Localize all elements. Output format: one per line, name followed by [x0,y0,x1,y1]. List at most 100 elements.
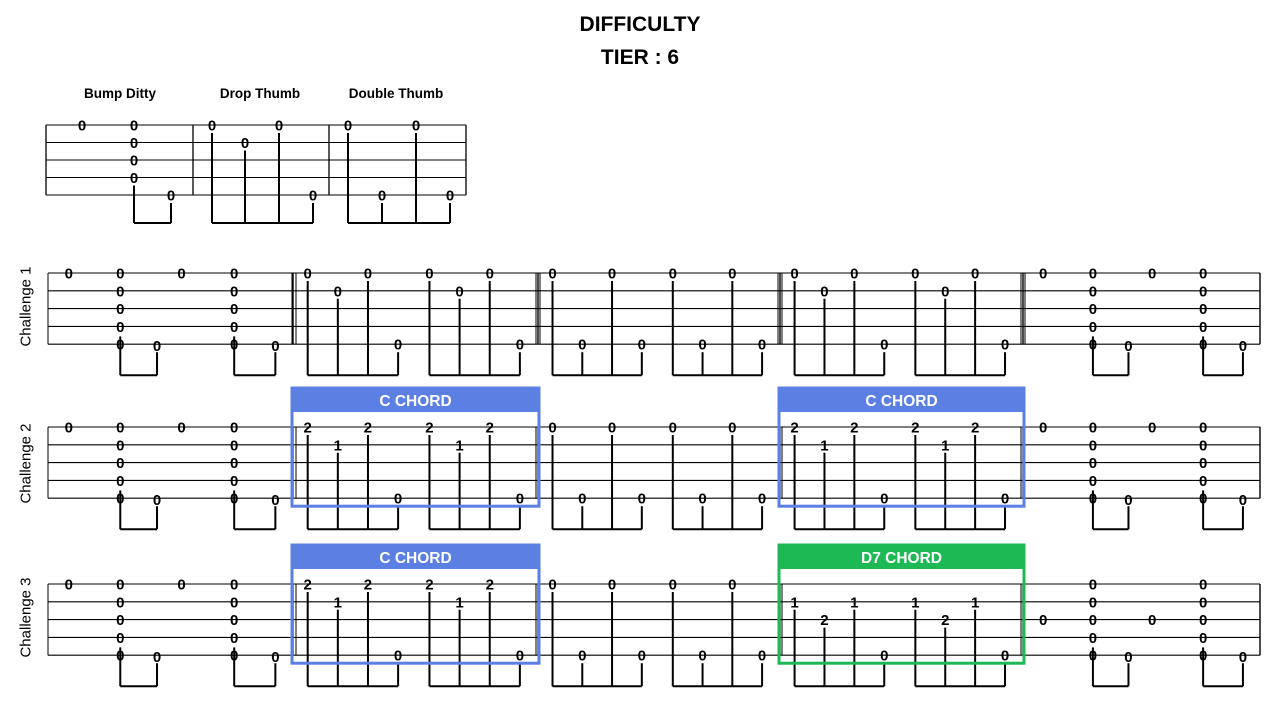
challenge-2-measure-2-note: 1 [455,437,463,454]
chord-box-label: C CHORD [379,393,451,410]
challenge-3-measure-1-note: 0 [230,612,238,629]
challenge-2-measure-4-note: 0 [880,491,888,508]
legend-1-note: 0 [130,135,138,152]
legend-2-note: 0 [208,118,216,135]
challenge-3-measure-5-note: 0 [1124,649,1132,666]
challenge-3-measure-1-note: 0 [230,594,238,611]
challenge-3-measure-1-note: 0 [153,649,161,666]
challenge-2-measure-1-note: 0 [65,420,73,437]
challenge-1-measure-1-note: 0 [230,319,238,336]
challenge-2-measure-3-note: 0 [758,491,766,508]
challenge-1-measure-3-note: 0 [758,337,766,354]
challenge-1-measure-4-note: 0 [880,337,888,354]
challenge-1-measure-5-note: 0 [1148,266,1156,283]
challenge-3-measure-3-note: 0 [728,577,736,594]
challenge-3-measure-1-note: 0 [116,630,124,647]
chord-box-header [292,388,539,412]
challenge-1-measure-1-note: 0 [230,301,238,318]
legend-label-drop-thumb: Drop Thumb [219,86,301,101]
challenge-3-measure-3-note: 0 [758,648,766,665]
challenge-1-measure-2-note: 0 [304,266,312,283]
challenge-1-measure-1-note: 0 [116,319,124,336]
challenge-1-measure-2-note: 0 [394,337,402,354]
challenge-2-measure-2-note: 1 [334,437,342,454]
challenge-3-measure-4-note: 1 [850,594,858,611]
challenge-2-measure-4-note: 2 [790,420,798,437]
challenge-3-measure-2-note: 2 [486,577,494,594]
challenge-3-measure-3-note: 0 [698,648,706,665]
challenge-2-measure-2-note: 2 [304,420,312,437]
chord-box-header [292,545,539,569]
challenge-1-measure-1-note: 0 [153,338,161,355]
challenge-1-measure-2-note: 0 [455,283,463,300]
challenge-2-measure-4-note: 2 [971,420,979,437]
challenge-2-measure-1-note: 0 [116,437,124,454]
challenge-2-measure-3-note: 0 [608,420,616,437]
challenge-3-measure-4-note: 0 [1001,648,1009,665]
challenge-1-measure-3-note: 0 [638,337,646,354]
legend-1-note: 0 [130,118,138,135]
challenge-1-measure-4-note: 0 [971,266,979,283]
challenge-1-measure-2-note: 0 [364,266,372,283]
challenge-3-measure-4-note: 2 [941,612,949,629]
challenge-3-measure-4-note: 0 [880,648,888,665]
challenge-2-measure-5-note: 0 [1039,420,1047,437]
chord-box-label: C CHORD [379,550,451,567]
challenge-3-measure-3-note: 0 [608,577,616,594]
challenge-2-measure-5-note: 0 [1199,473,1207,490]
challenge-2-measure-5-note: 0 [1089,420,1097,437]
challenge-3-measure-4-note: 2 [820,612,828,629]
challenge-3-measure-2-note: 1 [455,594,463,611]
challenge-1-measure-3-note: 0 [698,337,706,354]
challenge-3-measure-4-note: 1 [911,594,919,611]
challenge-3-measure-5-note: 0 [1199,612,1207,629]
legend-3-note: 0 [344,118,352,135]
legend-1-note: 0 [130,170,138,187]
challenge-3-measure-2-note: 2 [425,577,433,594]
challenge-1-measure-1-note: 0 [116,283,124,300]
challenge-3-measure-5-note: 0 [1199,630,1207,647]
challenge-2-measure-1-note: 0 [230,455,238,472]
legend-2-note: 0 [309,188,317,205]
challenge-1-measure-1-note: 0 [116,266,124,283]
challenge-1-measure-4-note: 0 [850,266,858,283]
challenge-2-measure-2-note: 2 [486,420,494,437]
challenge-1-measure-3-note: 0 [669,266,677,283]
challenge-1-measure-4-note: 0 [911,266,919,283]
challenge-2-measure-1-note: 0 [230,420,238,437]
challenge-2-measure-5-note: 0 [1089,473,1097,490]
legend-1-note: 0 [130,153,138,170]
challenge-2-measure-1-note: 0 [230,437,238,454]
challenge-3-measure-5-note: 0 [1239,649,1247,666]
challenge-2-measure-5-note: 0 [1089,455,1097,472]
challenge-1-measure-4-note: 0 [941,283,949,300]
challenge-3-measure-1-note: 0 [230,577,238,594]
challenge-2-measure-4-note: 1 [820,437,828,454]
challenge-3-measure-5-note: 0 [1089,594,1097,611]
challenge-1-measure-5-note: 0 [1239,338,1247,355]
challenge-2-measure-2-note: 0 [516,491,524,508]
challenge-3-measure-4-note: 1 [790,594,798,611]
challenge-2-measure-3-note: 0 [578,491,586,508]
chord-box-header [779,545,1024,569]
challenge-1-measure-2-note: 0 [516,337,524,354]
challenge-2-measure-4-note: 2 [850,420,858,437]
challenge-3-measure-5-note: 0 [1148,612,1156,629]
challenge-3-measure-1-note: 0 [65,577,73,594]
challenge-3-measure-5-note: 0 [1199,594,1207,611]
legend-2-note: 0 [275,118,283,135]
challenge-2-measure-5-note: 0 [1089,437,1097,454]
challenge-3-measure-3-note: 0 [548,577,556,594]
challenge-2-measure-3-note: 0 [728,420,736,437]
challenge-3-measure-2-note: 2 [364,577,372,594]
challenge-3-measure-1-note: 0 [116,594,124,611]
challenge-2-measure-2-note: 0 [394,491,402,508]
challenge-3-measure-2-note: 0 [516,648,524,665]
challenge-3-measure-5-note: 0 [1199,577,1207,594]
chord-box-header [779,388,1024,412]
challenge-1-measure-1-note: 0 [230,266,238,283]
challenge-3-measure-5-note: 0 [1089,612,1097,629]
challenge-1-measure-5-note: 0 [1089,301,1097,318]
challenge-3-measure-1-note: 0 [230,630,238,647]
